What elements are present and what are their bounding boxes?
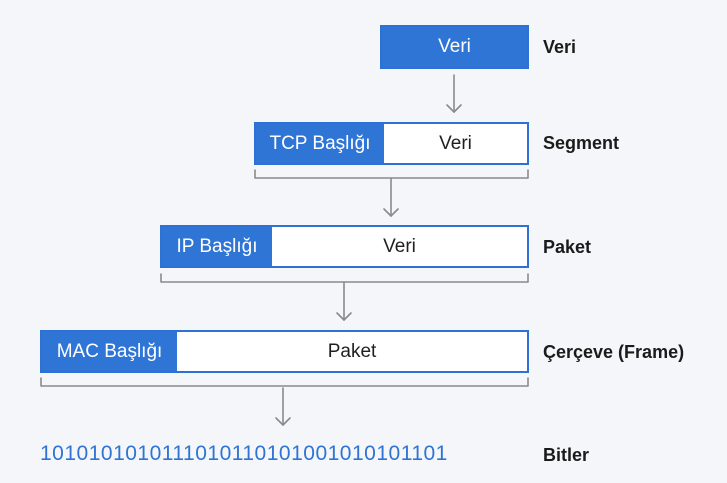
packet-payload: Veri bbox=[383, 235, 416, 257]
data-box-label: Veri bbox=[438, 36, 471, 57]
down-arrow-icon bbox=[446, 74, 462, 113]
data-box: Veri bbox=[380, 25, 529, 69]
segment-payload: Veri bbox=[439, 132, 472, 154]
down-arrow-icon bbox=[275, 387, 291, 426]
layer-label-packet: Paket bbox=[543, 237, 592, 257]
mac-header: MAC Başlığı bbox=[42, 332, 177, 371]
bit-stream: 1010101010111010110101001010101101 bbox=[40, 442, 448, 465]
ip-header: IP Başlığı bbox=[162, 227, 272, 266]
frame-payload: Paket bbox=[327, 340, 377, 362]
layer-label-frame: Çerçeve (Frame) bbox=[543, 342, 685, 362]
packet-bracket bbox=[160, 273, 529, 283]
segment-box: TCP Başlığı Veri bbox=[254, 122, 529, 165]
packet-box: IP Başlığı Veri bbox=[160, 225, 529, 268]
down-arrow-icon bbox=[336, 281, 352, 321]
frame-bracket bbox=[40, 377, 529, 387]
tcp-header: TCP Başlığı bbox=[256, 124, 384, 163]
segment-bracket bbox=[254, 169, 529, 179]
down-arrow-icon bbox=[383, 177, 399, 217]
layer-label-data: Veri bbox=[543, 37, 577, 57]
frame-box: MAC Başlığı Paket bbox=[40, 330, 529, 373]
layer-label-segment: Segment bbox=[543, 133, 620, 153]
layer-label-bits: Bitler bbox=[543, 445, 590, 465]
